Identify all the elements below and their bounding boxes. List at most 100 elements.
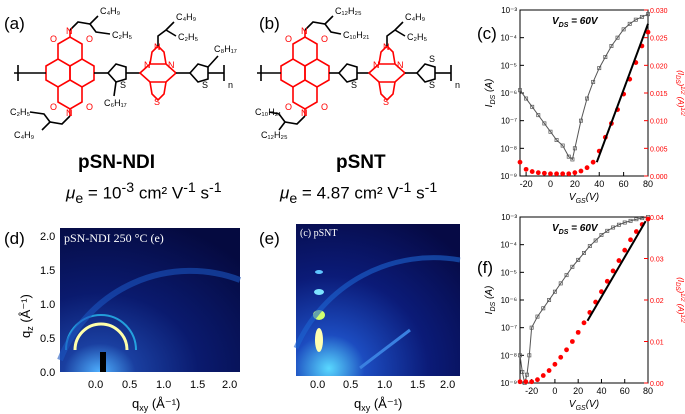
chain-label-a-c4h9-top: C₄H₉ bbox=[100, 6, 121, 16]
series-right-point bbox=[584, 165, 590, 171]
ndi-core-b bbox=[280, 30, 330, 116]
series-right-point bbox=[645, 29, 651, 35]
repeat-n-a: n bbox=[228, 80, 233, 90]
mobility-a-exp: -3 bbox=[121, 180, 135, 196]
giwaxs-e-image bbox=[296, 224, 460, 376]
giwaxs-e-streak bbox=[359, 328, 411, 370]
series-left-point bbox=[547, 298, 552, 302]
atom-b-n-top: N bbox=[301, 26, 308, 36]
chain-label-a-c4h9-bottom: C₄H₉ bbox=[14, 130, 35, 140]
series-left-point bbox=[570, 264, 575, 269]
mobility-a-exp3: -1 bbox=[209, 180, 222, 196]
series-left-point bbox=[615, 35, 620, 40]
y-left-tick-label: 10⁻³ bbox=[501, 213, 517, 222]
giwaxs-d-xtick-0: 0.0 bbox=[88, 379, 103, 391]
series-right-point bbox=[645, 216, 651, 222]
series-left-point bbox=[633, 17, 638, 22]
y-right-tick-label: 0.03 bbox=[650, 257, 664, 264]
series-left-point bbox=[628, 218, 633, 223]
series-left-point bbox=[627, 21, 632, 26]
mobility-b-exp2: -1 bbox=[398, 180, 412, 196]
y-right-tick-label: 0.020 bbox=[650, 63, 668, 70]
x-tick-label: 80 bbox=[643, 386, 653, 396]
x-tick-label: 80 bbox=[643, 179, 653, 189]
atom-a-s-bbt: S bbox=[154, 97, 160, 107]
series-right-point bbox=[616, 258, 622, 263]
series-left-point bbox=[560, 143, 565, 148]
y-left-tick-label: 10⁻⁵ bbox=[501, 268, 517, 277]
giwaxs-e-peak-3 bbox=[314, 289, 324, 295]
giwaxs-e-xtick-1: 0.5 bbox=[343, 379, 358, 391]
structure-b-diagram: C₁₂H₂₅ C₁₀H₂₁ C₄H₉ C₂H₅ C₁₀H₂₁ C₁₂H₂₅ n … bbox=[255, 6, 460, 140]
chain-label-a-c6h17: C₆H₁₇ bbox=[104, 98, 127, 108]
mobility-a-sub: e bbox=[75, 191, 84, 208]
x-tick-label: -20 bbox=[520, 179, 533, 189]
series-right-point bbox=[554, 171, 559, 177]
series-left-point bbox=[621, 27, 626, 32]
giwaxs-d-ylabel: qz (Å⁻¹) bbox=[18, 294, 35, 338]
y-left-tick-label: 10⁻⁵ bbox=[501, 61, 517, 70]
series-left-point bbox=[518, 353, 522, 358]
series-left-point bbox=[564, 273, 569, 278]
series-left-point bbox=[524, 96, 529, 101]
x-tick-label: 60 bbox=[620, 386, 630, 396]
series-right-point bbox=[546, 368, 552, 373]
atom-a-n-bottom: N bbox=[66, 108, 73, 118]
plot-frame bbox=[519, 216, 649, 384]
giwaxs-d-xtick-4: 2.0 bbox=[222, 379, 237, 391]
atom-b-n-bbt: N bbox=[383, 42, 390, 52]
ndi-core-a bbox=[45, 30, 95, 116]
panel-label-a: (a) bbox=[4, 14, 25, 33]
atom-b-n6: N bbox=[397, 60, 404, 70]
series-left-point bbox=[634, 217, 639, 222]
giwaxs-d-ring-inner bbox=[73, 322, 129, 351]
polymer-name-a: pSN-NDI bbox=[78, 152, 156, 173]
giwaxs-d-beamstop bbox=[100, 352, 106, 372]
atom-a-o1: O bbox=[50, 34, 57, 44]
series-left-point bbox=[566, 154, 571, 159]
atom-b-o1: O bbox=[285, 34, 292, 44]
series-left-point bbox=[605, 228, 610, 233]
series-right-point bbox=[560, 171, 566, 177]
series-right-point bbox=[564, 347, 569, 353]
x-tick-label: 0 bbox=[548, 179, 553, 189]
chain-label-b-c10h21-top: C₁₀H₂₁ bbox=[343, 30, 369, 40]
series-right-point bbox=[578, 168, 584, 174]
panel-label-e: (e) bbox=[259, 229, 280, 248]
mobility-a-eq: = 10 bbox=[83, 183, 122, 203]
series-left-point bbox=[622, 220, 627, 225]
series-left-point bbox=[548, 129, 553, 134]
series-left-point bbox=[518, 88, 522, 93]
y-left-axis-label: IDS (A) bbox=[484, 286, 497, 315]
series-right-point bbox=[541, 170, 547, 176]
mobility-b-eq: = 4.87 cm² V bbox=[297, 183, 399, 203]
atom-b-s-thiophene2: S bbox=[429, 80, 435, 90]
atom-a-s-thiophene2: S bbox=[202, 80, 208, 90]
y-left-axis-label: IDS (A) bbox=[484, 79, 497, 108]
series-left-point bbox=[603, 55, 608, 59]
panel-label-b: (b) bbox=[259, 14, 280, 33]
series-left-point bbox=[591, 79, 596, 84]
atom-a-n6: N bbox=[168, 60, 175, 70]
giwaxs-d-ytick-1: 0.5 bbox=[40, 333, 55, 345]
chain-label-a-c4h9-bbt: C₄H₉ bbox=[176, 12, 197, 22]
series-left-point bbox=[579, 118, 583, 123]
series-left-point bbox=[597, 66, 602, 71]
chain-label-b-c10h21-bottom: C₁₀H₂₁ bbox=[255, 107, 281, 117]
atom-b-o2: O bbox=[321, 34, 328, 44]
series-right-point bbox=[552, 361, 558, 367]
giwaxs-d-xtick-3: 1.5 bbox=[190, 379, 205, 391]
y-right-tick-label: 0.010 bbox=[650, 119, 668, 126]
y-left-tick-label: 10⁻⁶ bbox=[501, 89, 517, 98]
series-right-point bbox=[523, 166, 529, 172]
series-left-line bbox=[519, 13, 649, 161]
y-right-tick-label: 0.015 bbox=[650, 91, 668, 98]
y-right-axis-label: (IDS)1/2 (A)1/2 bbox=[674, 277, 685, 323]
atom-a-o3: O bbox=[50, 102, 57, 112]
series-left-point bbox=[541, 306, 546, 311]
series-left-point bbox=[640, 216, 645, 221]
panel-label-c: (c) bbox=[477, 24, 497, 43]
polymer-name-b: pSNT bbox=[336, 152, 386, 173]
